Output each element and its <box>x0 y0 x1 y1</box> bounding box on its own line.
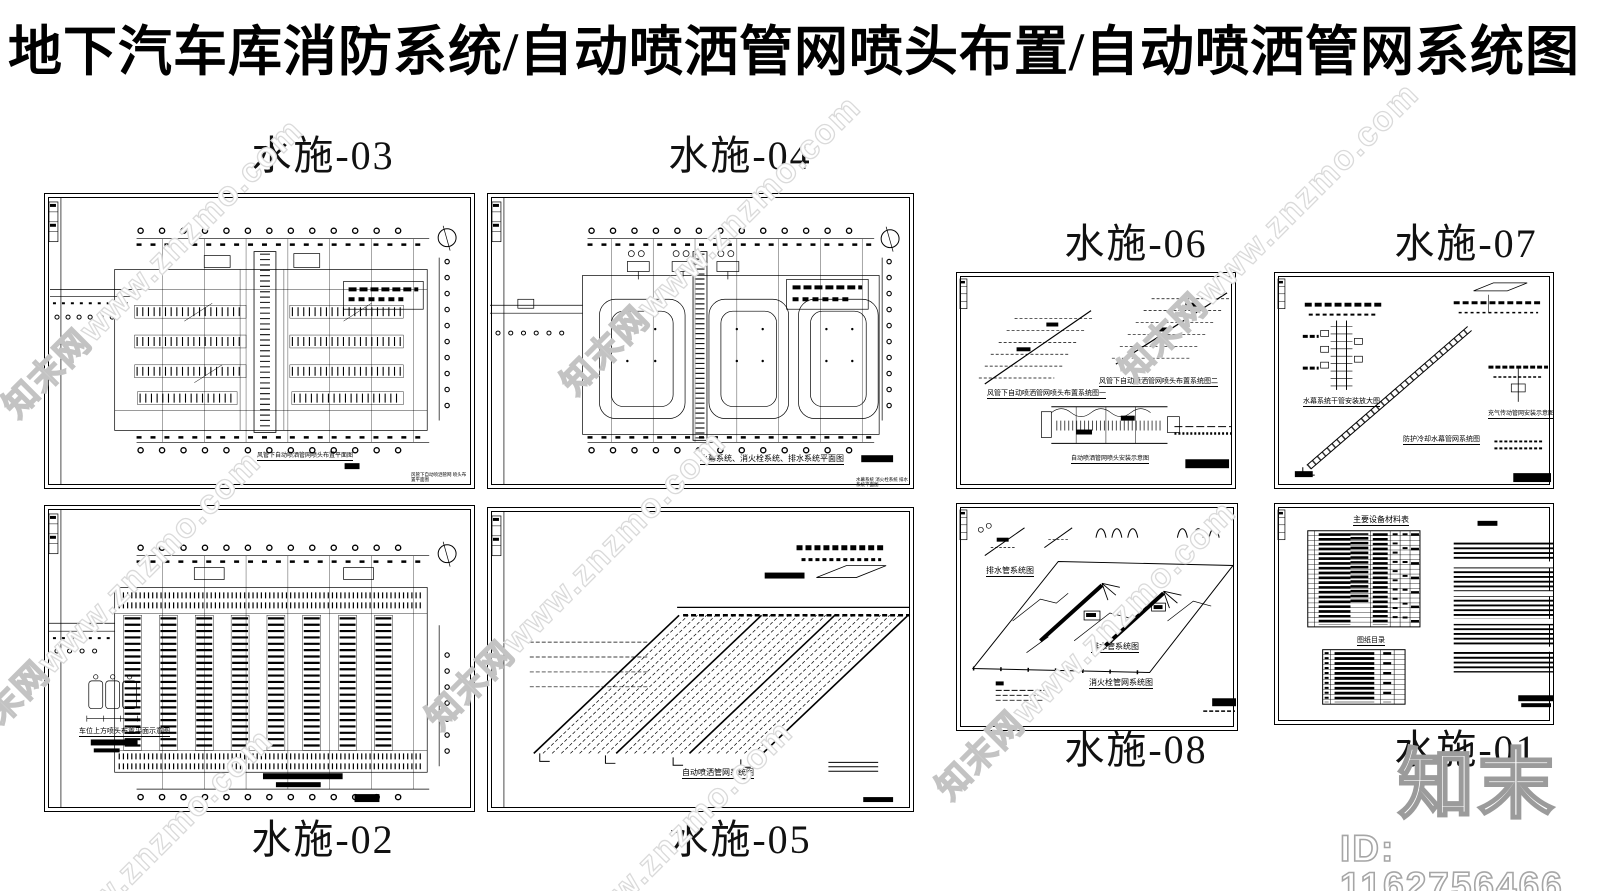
drawing-panel-shuishi-08: 排水管系统图 排水管系统图 消火栓管网系统图 <box>956 503 1238 731</box>
drawing-panel-shuishi-05: 自动喷洒管网系统图 <box>487 507 914 812</box>
panel-label-shuishi-07: 水施-07 <box>1394 221 1538 266</box>
table-title: 图纸目录 <box>1357 637 1385 646</box>
drawing-caption: 防护冷却水幕管网系统图 <box>1403 436 1480 445</box>
parking-sprinkler-plan-drawing <box>48 509 457 808</box>
asset-id-text: ID: 1162756466 <box>1339 828 1564 891</box>
table-title: 主要设备材料表 <box>1353 515 1409 526</box>
znzmo-logo: 知末 <box>1397 743 1558 828</box>
titleblock-note: 风管下自动喷洒管网 喷头布置平面图 <box>411 472 467 483</box>
panel-label-shuishi-08: 水施-08 <box>1064 727 1208 772</box>
material-table-drawing <box>1277 509 1553 708</box>
panel-label-shuishi-04: 水施-04 <box>668 133 812 178</box>
drawing-panel-shuishi-06: 风管下自动喷洒管网喷头布置系统图一 风管下自动喷洒管网喷头布置系统图二 自动喷洒… <box>956 272 1236 489</box>
drawing-caption: 水幕系统干管安装放大图 <box>1303 398 1380 407</box>
sprinkler-isometric-drawing <box>959 278 1233 469</box>
drawing-caption: 自动喷洒管网系统图 <box>682 768 754 779</box>
drawing-caption: 排水管系统图 <box>986 566 1034 577</box>
hydrant-network-isometric-drawing <box>959 509 1237 712</box>
drawing-panel-shuishi-07: 水幕系统干管安装放大图 防护冷却水幕管网系统图 充气传动管网安装示意图 <box>1274 272 1554 489</box>
panel-label-shuishi-05: 水施-05 <box>668 817 812 862</box>
water-curtain-isometric-drawing <box>1277 278 1552 483</box>
drawing-caption: 排水管系统图 <box>1091 642 1139 653</box>
drawing-caption: 风管下自动喷洒管网喷头布置系统图一 <box>987 390 1106 399</box>
drawing-caption: 自动喷洒管网喷头安装示意图 <box>1071 456 1150 464</box>
titleblock-note: 水幕系统 消火栓系统 排水系统平面图 <box>856 477 908 488</box>
drawing-panel-shuishi-01: 主要设备材料表 图纸目录 <box>1274 503 1554 725</box>
sprinkler-plan-drawing <box>48 197 457 485</box>
panel-label-shuishi-03: 水施-03 <box>251 133 395 178</box>
panel-label-shuishi-02: 水施-02 <box>251 817 395 862</box>
drawing-panel-shuishi-03: 风管下自动喷洒管网喷头布置平面图 风管下自动喷洒管网 喷头布置平面图 <box>44 193 475 489</box>
drawing-caption: 风管下自动喷洒管网喷头布置平面图 <box>257 453 354 461</box>
panel-label-shuishi-06: 水施-06 <box>1064 221 1208 266</box>
page-title: 地下汽车库消防系统/自动喷洒管网喷头布置/自动喷洒管网系统图 <box>8 22 1581 82</box>
panel-label-shuishi-01: 水施-01 <box>1394 727 1538 772</box>
drawing-caption: 风管下自动喷洒管网喷头布置系统图二 <box>1099 378 1218 387</box>
drawing-panel-shuishi-04: 水幕系统、消火栓系统、排水系统平面图 水幕系统 消火栓系统 排水系统平面图 <box>487 193 914 489</box>
drawing-caption: 消火栓管网系统图 <box>1089 678 1153 689</box>
sprinkler-network-isometric-drawing <box>491 511 911 808</box>
drawing-caption: 车位上方喷头布置平面示意图 <box>79 728 170 737</box>
drawing-caption: 充气传动管网安装示意图 <box>1488 411 1554 419</box>
drawing-panel-shuishi-02: 车位上方喷头布置平面示意图 <box>44 505 475 812</box>
drawing-caption: 水幕系统、消火栓系统、排水系统平面图 <box>700 454 844 465</box>
water-curtain-plan-drawing <box>489 197 900 485</box>
